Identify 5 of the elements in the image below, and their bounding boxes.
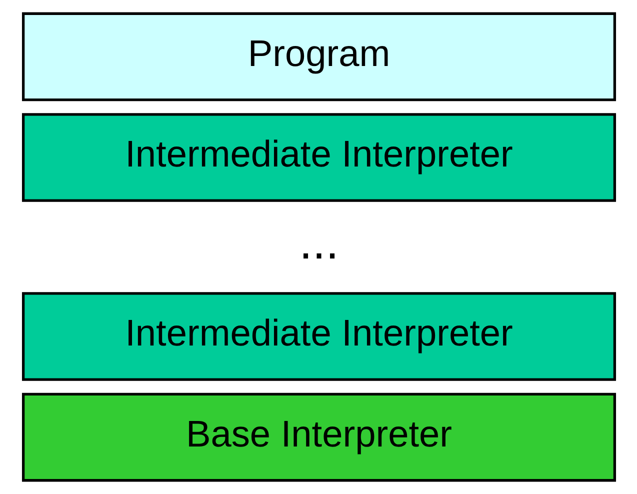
node-box: Intermediate Interpreter bbox=[21, 292, 616, 381]
label: ... bbox=[298, 216, 338, 270]
node-box: Program bbox=[21, 12, 616, 102]
node-box: Base Interpreter bbox=[21, 392, 616, 482]
node-box: Intermediate Interpreter bbox=[21, 113, 616, 202]
